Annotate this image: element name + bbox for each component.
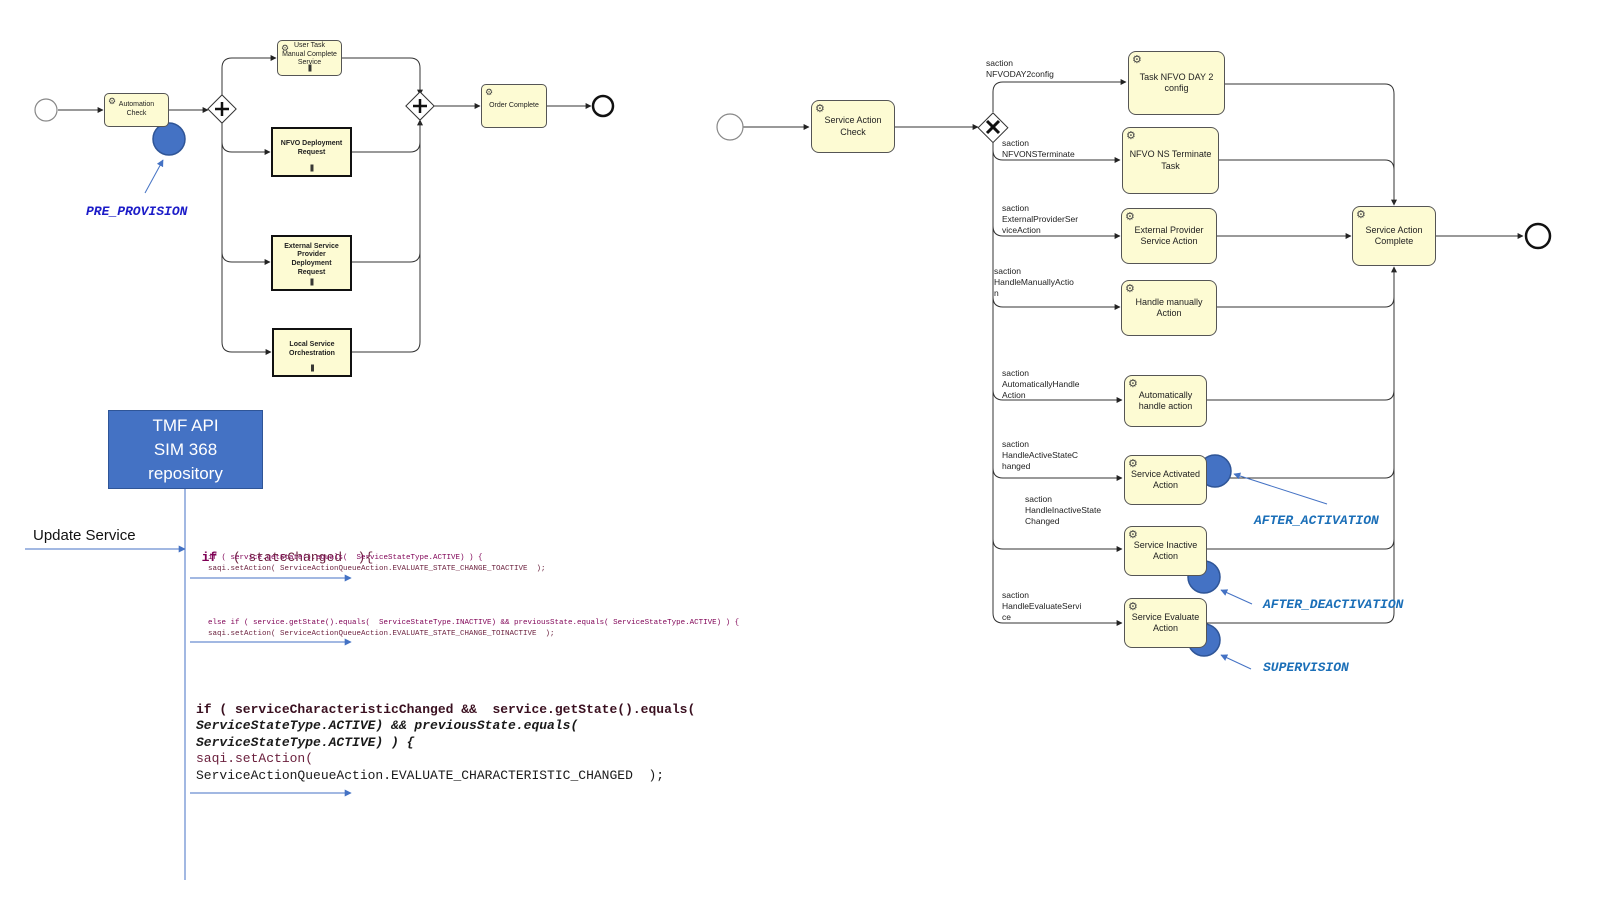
update-service-label: Update Service (33, 527, 136, 544)
after-activation-label: AFTER_ACTIVATION (1254, 513, 1379, 528)
flow-label-inactive-state: saction HandleInactiveState Changed (1025, 494, 1102, 526)
gear-icon: ⚙ (1132, 54, 1142, 66)
task-label: Automatically handle action (1138, 389, 1193, 411)
parallel-join-gateway (405, 91, 435, 121)
task-label: External Service Provider Deployment Req… (284, 242, 339, 276)
pre-provision-label: PRE_PROVISION (86, 204, 188, 219)
gear-icon: ⚙ (108, 96, 117, 106)
gear-icon: ⚙ (1128, 458, 1138, 470)
left-process-flows (58, 55, 592, 355)
order-complete-task[interactable]: ⚙ Order Complete (481, 84, 547, 128)
code-active-line-1: if ( service.getState().equals( ServiceS… (208, 554, 483, 562)
right-process-flows (743, 79, 1524, 626)
task-label: Task NFVO DAY 2 config (1139, 71, 1214, 93)
task-label: User Task Manual Complete Service (282, 41, 337, 67)
task-label: Service Evaluate Action (1131, 611, 1200, 633)
local-service-orchestration-task[interactable]: Local Service Orchestration ||| (272, 328, 352, 377)
task-label: Service Inactive Action (1133, 539, 1198, 561)
flow-label-active-state: saction HandleActiveStateC hanged (1002, 439, 1079, 471)
code-condition: ( stateChanged ){ (232, 550, 374, 565)
gear-icon: ⚙ (281, 43, 290, 53)
right-start-event (716, 113, 744, 141)
supervision-label: SUPERVISION (1263, 660, 1349, 675)
external-provider-service-action-task[interactable]: ⚙ External Provider Service Action (1121, 208, 1217, 264)
external-service-provider-task[interactable]: External Service Provider Deployment Req… (271, 235, 352, 291)
multi-instance-icon: ||| (308, 65, 312, 73)
left-start-event (34, 98, 58, 122)
user-task-manual-complete[interactable]: ⚙ User Task Manual Complete Service ||| (277, 40, 342, 76)
code-char-line-5: ServiceActionQueueAction.EVALUATE_CHARAC… (196, 768, 665, 783)
task-label: Handle manually Action (1135, 296, 1203, 318)
multi-instance-icon: ||| (310, 279, 314, 287)
gear-icon: ⚙ (1128, 378, 1138, 390)
flow-label-nfvo-ns-terminate: saction NFVONSTerminate (1002, 138, 1075, 159)
gear-icon: ⚙ (485, 87, 494, 97)
code-inactive-line-1: else if ( service.getState().equals( Ser… (208, 619, 740, 627)
gear-icon: ⚙ (1356, 209, 1366, 221)
task-label: Service Activated Action (1130, 468, 1201, 490)
multi-instance-icon: ||| (310, 365, 315, 373)
service-inactive-action-task[interactable]: ⚙ Service Inactive Action (1124, 526, 1207, 576)
task-nfvo-day2-config[interactable]: ⚙ Task NFVO DAY 2 config (1128, 51, 1225, 115)
flow-label-nfvo-day2: saction NFVODAY2config (986, 58, 1054, 79)
left-end-event (591, 94, 615, 118)
gear-icon: ⚙ (1126, 130, 1136, 142)
parallel-split-gateway (207, 94, 237, 124)
right-end-event (1524, 222, 1552, 250)
code-char-line-2: ServiceStateType.ACTIVE) && previousStat… (196, 718, 579, 733)
gear-icon: ⚙ (1125, 211, 1135, 223)
tmf-api-box: TMF API SIM 368 repository (108, 410, 263, 489)
gear-icon: ⚙ (1128, 601, 1138, 613)
code-if-state-changed: if ( stateChanged ){ (186, 535, 374, 565)
code-char-line-3: ServiceStateType.ACTIVE) ) { (196, 735, 415, 750)
multi-instance-icon: ||| (310, 165, 314, 173)
code-inactive-line-2: saqi.setAction( ServiceActionQueueAction… (208, 630, 555, 638)
service-activated-action-task[interactable]: ⚙ Service Activated Action (1124, 455, 1207, 505)
task-label: Order Complete (489, 101, 539, 109)
flow-label-auto-handle: saction AutomaticallyHandle Action (1002, 368, 1080, 400)
code-flow-lines (25, 488, 352, 880)
pre-provision-hook (144, 122, 186, 194)
task-label: Local Service Orchestration (289, 340, 335, 357)
task-label: External Provider Service Action (1134, 224, 1204, 246)
task-label: NFVO Deployment Request (280, 140, 343, 156)
flow-label-external-provider: saction ExternalProviderSer viceAction (1002, 203, 1079, 235)
after-deactivation-label: AFTER_DEACTIVATION (1263, 597, 1404, 612)
gear-icon: ⚙ (1128, 529, 1138, 541)
code-char-line-1: if ( serviceCharacteristicChanged && ser… (196, 702, 696, 717)
service-evaluate-action-task[interactable]: ⚙ Service Evaluate Action (1124, 598, 1207, 648)
gear-icon: ⚙ (1125, 283, 1135, 295)
code-active-line-2: saqi.setAction( ServiceActionQueueAction… (208, 565, 546, 573)
tmf-line-1: TMF API (152, 416, 219, 435)
nfvo-ns-terminate-task[interactable]: ⚙ NFVO NS Terminate Task (1122, 127, 1219, 194)
service-action-check-task[interactable]: ⚙ Service Action Check (811, 100, 895, 153)
automatically-handle-action-task[interactable]: ⚙ Automatically handle action (1124, 375, 1207, 427)
flow-label-handle-manually: saction HandleManuallyActio n (994, 266, 1074, 298)
tmf-line-3: repository (148, 464, 223, 483)
tmf-line-2: SIM 368 (153, 440, 218, 459)
task-label: Service Action Check (824, 115, 882, 137)
service-action-complete-task[interactable]: ⚙ Service Action Complete (1352, 206, 1436, 266)
after-activation-hook (1198, 454, 1328, 505)
task-label: Automation Check (118, 101, 155, 117)
task-label: NFVO NS Terminate Task (1129, 149, 1212, 171)
code-char-line-4: saqi.setAction( (196, 751, 314, 766)
handle-manually-action-task[interactable]: ⚙ Handle manually Action (1121, 280, 1217, 336)
gear-icon: ⚙ (815, 103, 825, 115)
automation-check-task[interactable]: ⚙ Automation Check (104, 93, 169, 127)
exclusive-gateway (977, 112, 1009, 144)
nfvo-deployment-request-task[interactable]: NFVO Deployment Request ||| (271, 127, 352, 177)
task-label: Service Action Complete (1365, 224, 1423, 246)
flow-label-evaluate: saction HandleEvaluateServi ce (1002, 590, 1082, 622)
code-keyword: if (201, 550, 218, 565)
